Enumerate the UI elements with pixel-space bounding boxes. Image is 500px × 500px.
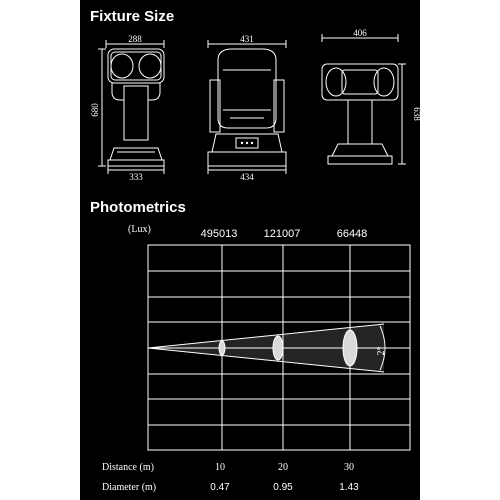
front-top-width-label: 288 — [128, 34, 142, 44]
rear-view-drawing — [321, 34, 406, 165]
rear-height-label: 638 — [412, 107, 420, 121]
side-control-panel-icons — [240, 141, 254, 145]
front-height-label: 680 — [90, 103, 100, 117]
front-view-drawing — [98, 40, 165, 174]
side-base-width-label: 434 — [240, 172, 254, 182]
beam-angle-label: 2° — [376, 347, 387, 356]
side-view-drawing — [207, 40, 287, 174]
lux-value-10m: 495013 — [201, 228, 238, 240]
beam-cone — [147, 323, 386, 373]
rear-top-width-label: 406 — [353, 28, 367, 38]
diameter-value-10: 0.47 — [210, 482, 230, 493]
lux-value-30m: 66448 — [337, 228, 368, 240]
diameter-value-20: 0.95 — [273, 482, 293, 493]
distance-value-10: 10 — [215, 462, 225, 473]
diameter-value-30: 1.43 — [339, 482, 359, 493]
lux-unit-label: (Lux) — [128, 224, 151, 235]
lux-value-20m: 121007 — [264, 228, 301, 240]
diameter-label: Diameter (m) — [102, 482, 156, 493]
spec-panel: Fixture Size — [80, 0, 420, 500]
front-base-width-label: 333 — [129, 172, 143, 182]
photometrics-title: Photometrics — [90, 199, 186, 216]
distance-label: Distance (m) — [102, 462, 154, 473]
distance-value-30: 30 — [344, 462, 354, 473]
side-top-width-label: 431 — [240, 34, 254, 44]
fixture-size-title: Fixture Size — [90, 8, 175, 25]
distance-value-20: 20 — [278, 462, 288, 473]
spec-drawing: 288 680 333 — [90, 28, 420, 493]
